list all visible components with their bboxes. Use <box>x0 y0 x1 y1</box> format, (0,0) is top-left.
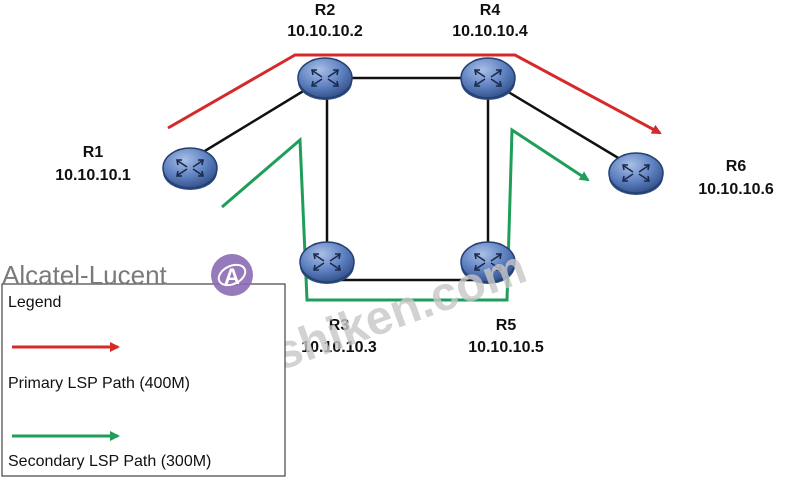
router-r5-ip: 10.10.10.5 <box>468 339 544 356</box>
router-r6-ip: 10.10.10.6 <box>698 181 774 198</box>
router-r2-ip: 10.10.10.2 <box>287 23 363 40</box>
link-r1-r2 <box>189 88 306 162</box>
brand-name: Alcatel-Lucent <box>2 260 168 290</box>
brand-logo-letter: A <box>224 264 240 289</box>
legend: Legend Primary LSP Path (400M) Secondary… <box>1 283 286 477</box>
router-r4-ip: 10.10.10.4 <box>452 23 528 40</box>
primary-lsp-path <box>167 53 662 135</box>
legend-secondary-label: Secondary LSP Path (300M) <box>8 453 211 470</box>
legend-title: Legend <box>8 294 61 311</box>
brand-logo-icon <box>211 254 253 296</box>
router-r6 <box>608 152 664 196</box>
router-r6-name: R6 <box>726 158 747 175</box>
router-r3 <box>299 241 355 285</box>
legend-box <box>1 283 286 477</box>
router-r2 <box>297 57 353 101</box>
link-r4-r6 <box>504 88 631 167</box>
router-r3-ip: 10.10.10.3 <box>301 339 377 356</box>
router-r1-ip: 10.10.10.1 <box>55 167 131 184</box>
router-r3-name: R3 <box>329 317 350 334</box>
router-r4 <box>460 57 516 101</box>
router-r2-name: R2 <box>315 2 336 19</box>
router-r1-name: R1 <box>83 144 104 161</box>
legend-primary-label: Primary LSP Path (400M) <box>8 375 190 392</box>
brand-logo-swirl <box>217 263 247 287</box>
brand-logo: Alcatel-Lucent A <box>2 254 253 296</box>
router-r1 <box>162 147 218 191</box>
secondary-lsp-path <box>221 127 590 302</box>
router-r4-name: R4 <box>480 2 501 19</box>
router-r5-name: R5 <box>496 317 517 334</box>
